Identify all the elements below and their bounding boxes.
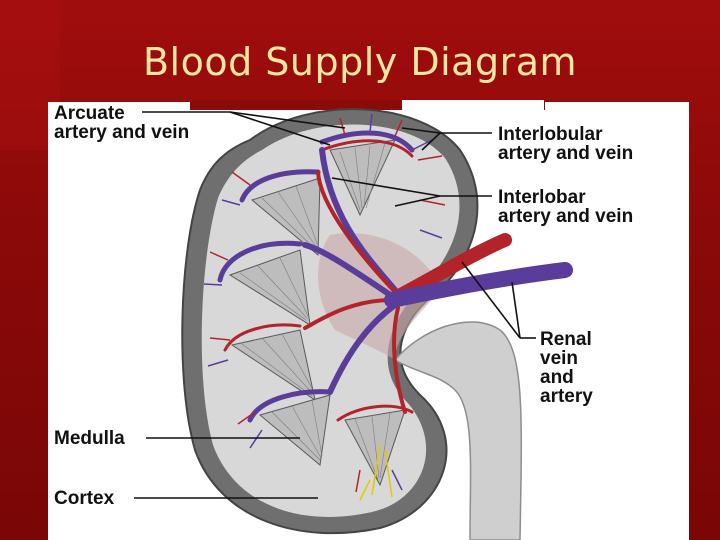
medullary-pyramids [228, 139, 406, 487]
arcuate-label-line1: Arcuate [54, 103, 125, 124]
interlobular-label-line1: Interlobular [498, 124, 603, 145]
renal-label-line2: vein [540, 348, 579, 369]
slide-title: Blood Supply Diagram [142, 40, 578, 84]
panel-top-notch [190, 100, 545, 110]
cortex-label: Cortex [54, 488, 115, 509]
medulla-label: Medulla [54, 428, 125, 449]
ureter [393, 321, 523, 540]
renal-label: Renal vein and artery [540, 330, 593, 406]
renal-vein [384, 262, 573, 308]
interlobar-label: Interlobar artery and vein [498, 188, 633, 226]
renal-label-line3: and [540, 367, 574, 388]
interlobar-label-line2: artery and vein [498, 206, 634, 227]
pyramid-striations [239, 142, 391, 481]
interlobular-vessels [203, 113, 446, 493]
arcuate-vessels [217, 130, 415, 423]
interlobular-label: Interlobular artery and vein [498, 125, 633, 163]
panel-top-notch-fill [402, 100, 544, 112]
interlobar-vessels [302, 147, 407, 414]
renal-nerve-fibers [359, 444, 393, 501]
arcuate-label-line2: artery and vein [54, 122, 190, 143]
arcuate-label: Arcuate artery and vein [54, 104, 189, 142]
interlobular-label-line2: artery and vein [498, 143, 634, 164]
renal-label-line1: Renal [540, 329, 592, 350]
interlobar-label-line1: Interlobar [498, 187, 586, 208]
renal-label-line4: artery [540, 386, 593, 407]
label-leader-lines [134, 111, 536, 499]
